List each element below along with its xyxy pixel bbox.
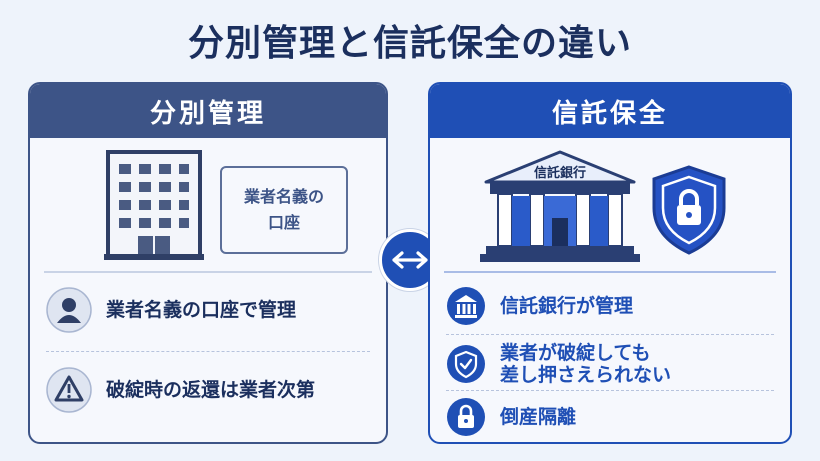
list-item-text: 倒産隔離 bbox=[500, 406, 577, 428]
page-title: 分別管理と信託保全の違い bbox=[187, 23, 632, 64]
office-building-icon bbox=[104, 150, 204, 260]
list-item-text: 業者名義の口座で管理 bbox=[106, 299, 297, 321]
bank-icon bbox=[446, 286, 486, 326]
security-shield-icon bbox=[652, 165, 726, 255]
row-divider bbox=[446, 334, 774, 335]
list-item-text: 信託銀行が管理 bbox=[500, 295, 634, 317]
row-divider bbox=[46, 351, 370, 352]
panel-divider bbox=[44, 271, 372, 273]
list-item-line2: 差し押さえられない bbox=[500, 364, 672, 386]
trust-bank-building-icon: 信託銀行 bbox=[480, 148, 640, 266]
trust-protection-panel: 信託保全 信託銀行 bbox=[428, 82, 792, 444]
separate-management-header: 分別管理 bbox=[30, 84, 386, 138]
list-item-text: 破綻時の返還は業者次第 bbox=[106, 379, 316, 401]
list-item: 業者が破綻しても差し押さえられない bbox=[446, 339, 778, 389]
row-divider bbox=[446, 390, 774, 391]
account-box-line2: 口座 bbox=[267, 213, 300, 232]
trust-protection-illustration: 信託銀行 bbox=[430, 138, 790, 270]
warning-icon bbox=[46, 367, 92, 413]
list-item: 倒産隔離 bbox=[446, 395, 778, 439]
list-item-line1: 業者が破綻しても bbox=[500, 342, 651, 364]
separate-management-illustration: 業者名義の口座 bbox=[30, 138, 386, 270]
shield-check-icon bbox=[446, 344, 486, 384]
lock-icon bbox=[446, 397, 486, 437]
list-item: 信託銀行が管理 bbox=[446, 284, 778, 328]
trust-protection-header: 信託保全 bbox=[430, 84, 790, 138]
business-account-box: 業者名義の口座 bbox=[220, 166, 348, 254]
person-icon bbox=[46, 287, 92, 333]
account-box-line1: 業者名義の bbox=[243, 187, 324, 206]
list-item-text: 業者が破綻しても差し押さえられない bbox=[500, 342, 671, 386]
list-item: 破綻時の返還は業者次第 bbox=[46, 367, 374, 413]
list-item: 業者名義の口座で管理 bbox=[46, 287, 374, 333]
trust-bank-label: 信託銀行 bbox=[533, 166, 586, 181]
separate-management-panel: 分別管理 業者名義の口座 業者名義の口座で管理 破綻時の返還は業 bbox=[28, 82, 388, 444]
panel-divider bbox=[444, 271, 776, 273]
